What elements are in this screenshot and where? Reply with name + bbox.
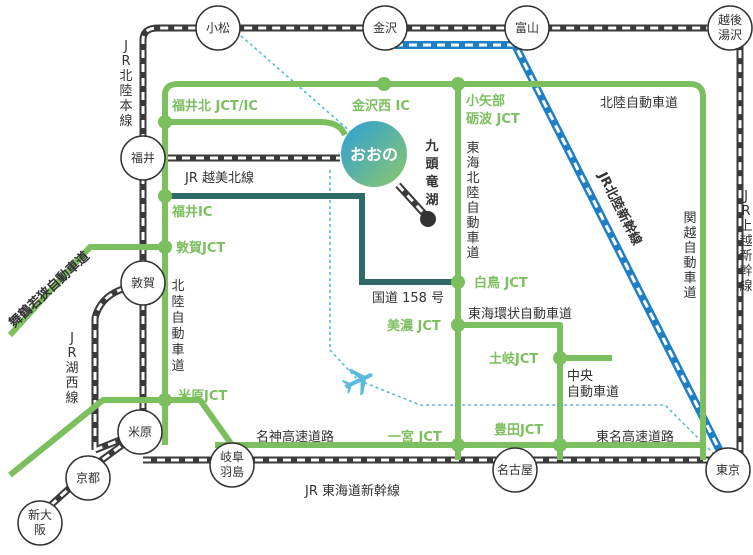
airplane-icon — [341, 368, 373, 396]
station-tokyo: 東京 — [716, 463, 740, 477]
jct-oyabe-2: 砺波 JCT — [466, 111, 520, 127]
station-nagoya: 名古屋 — [497, 462, 533, 477]
road-kokudo158: 国道 158 号 — [372, 291, 444, 306]
route-158 — [165, 193, 458, 285]
road-hokuriku: 北陸自動車道 — [600, 95, 678, 111]
jct-maibara: 米原JCT — [178, 388, 227, 404]
station-echigo-yuzawa: 越後 — [718, 13, 742, 27]
jct-ichinomiya: 一宮 JCT — [388, 429, 442, 445]
jct-tsuruga: 敦賀JCT — [176, 240, 225, 256]
station-shinosaka: 新大 — [28, 507, 52, 522]
road-hokuriku-left: 北陸自動車道 — [171, 279, 184, 374]
road-meishin: 名神高速道路 — [256, 429, 334, 445]
road-kanetsu: 関越自動車道 — [683, 211, 696, 301]
highways — [7, 81, 706, 478]
jct-fukui-ic: 福井IC — [171, 204, 212, 220]
jct-kanazawa-nishi: 金沢西 IC — [351, 98, 410, 114]
oono-label: おおの — [350, 145, 398, 164]
road-tokai-kanjo: 東海環状自動車道 — [468, 306, 572, 322]
rail-etsumihoku: JR 越美北線 — [184, 170, 254, 186]
station-toyama: 富山 — [515, 20, 539, 35]
jct-fukui-kita: 福井北 JCT/IC — [171, 98, 258, 114]
station-maibara: 米原 — [128, 425, 152, 439]
station-kanazawa: 金沢 — [373, 20, 397, 35]
jct-toki: 土岐JCT — [489, 351, 538, 367]
jct-toyota: 豊田JCT — [494, 422, 543, 438]
station-gifu-hashima: 岐阜 — [220, 450, 244, 464]
jct-shirotori: 白鳥 JCT — [474, 275, 528, 291]
jct-dots — [158, 77, 567, 452]
station-echigo-yuzawa-2: 湯沢 — [718, 28, 742, 42]
rail-tokaido-shinkansen: JR 東海道新幹線 — [304, 483, 400, 499]
stations — [17, 5, 753, 546]
station-fukui: 福井 — [131, 150, 155, 165]
station-komatsu: 小松 — [206, 21, 230, 35]
road-tokai-hokuriku: 東海北陸自動車道 — [466, 140, 479, 261]
kuzuryu-lake-marker — [420, 211, 436, 227]
road-tomei: 東名高速道路 — [596, 429, 674, 445]
station-gifu-hashima-2: 羽島 — [220, 464, 244, 479]
jct-oyabe: 小矢部 — [466, 93, 505, 109]
station-kyoto: 京都 — [76, 471, 100, 485]
station-shinosaka-2: 阪 — [34, 523, 46, 537]
oono-center — [341, 121, 407, 187]
road-chuo-2: 自動車道 — [567, 385, 619, 400]
station-tsuruga: 敦賀 — [131, 275, 155, 290]
road-chuo: 中央 — [567, 369, 593, 384]
road-maizuru: 舞鶴若狭自動車道 — [5, 248, 93, 331]
lake-kuzuryu: 九頭竜湖 — [424, 139, 439, 208]
jct-mino: 美濃 JCT — [387, 318, 441, 334]
